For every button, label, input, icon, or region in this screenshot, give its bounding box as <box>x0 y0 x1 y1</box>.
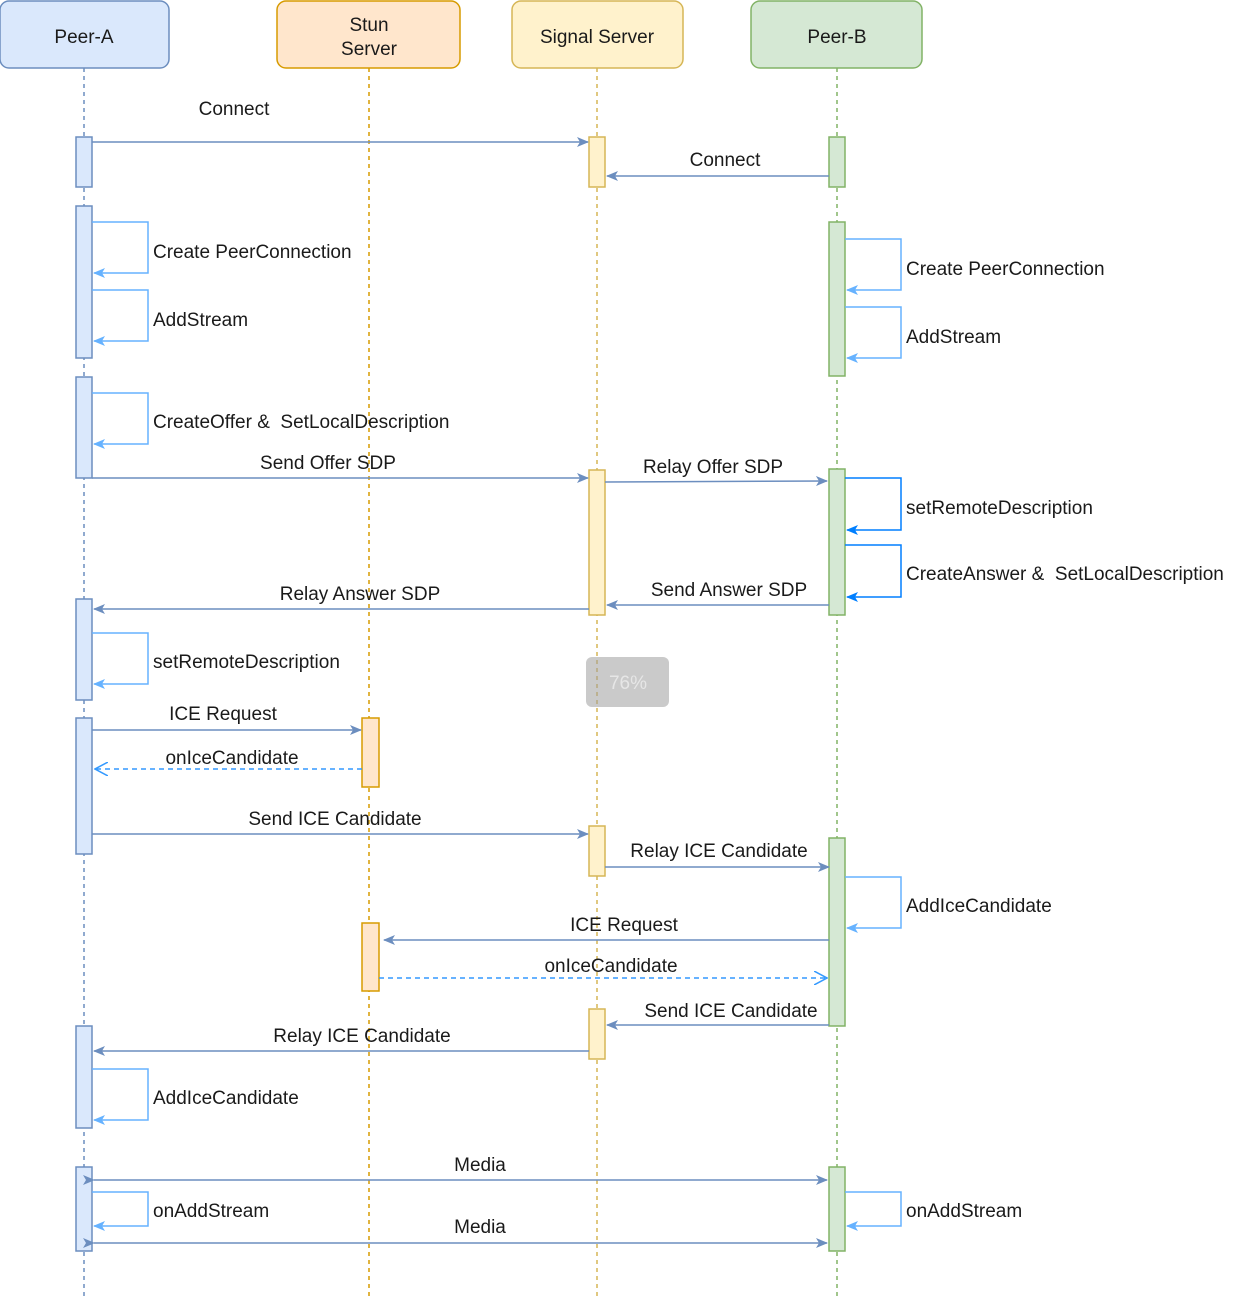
zoom-indicator: 76% <box>586 657 669 707</box>
activation-peer-a <box>75 205 93 359</box>
message-label: Create PeerConnection <box>153 242 352 263</box>
message-ice-request-b[interactable]: ICE Request <box>383 915 829 945</box>
activation-peer-a <box>75 717 93 855</box>
message-label: onIceCandidate <box>165 748 298 769</box>
activation-peer-b <box>828 136 846 188</box>
message-label: AddStream <box>906 327 1001 348</box>
message-label: Relay ICE Candidate <box>273 1026 450 1047</box>
activation-peer-b <box>828 837 846 1027</box>
participant-label: Signal Server <box>540 27 655 48</box>
self-message-onaddstream-b[interactable]: onAddStream <box>845 1191 1022 1231</box>
zoom-level: 76% <box>609 673 647 694</box>
activation-stun-server <box>361 922 380 992</box>
participant-peer-a[interactable]: Peer-A <box>0 0 170 69</box>
message-relay-answer-sdp[interactable]: Relay Answer SDP <box>93 584 589 614</box>
message-label: onIceCandidate <box>544 956 677 977</box>
participant-label: Peer-B <box>807 27 866 48</box>
activation-peer-b <box>828 1166 846 1252</box>
participant-peer-b[interactable]: Peer-B <box>750 0 923 69</box>
message-label: Send ICE Candidate <box>248 809 421 830</box>
message-label: Connect <box>199 99 270 120</box>
message-label: Send Offer SDP <box>260 453 396 474</box>
message-relay-ice-candidate-b[interactable]: Relay ICE Candidate <box>605 841 830 872</box>
message-media-2[interactable]: Media <box>83 1217 828 1248</box>
self-message-addicecandidate-a[interactable]: AddIceCandidate <box>92 1068 299 1125</box>
self-message-create-peerconnection-b[interactable]: Create PeerConnection <box>845 238 1105 295</box>
self-message-onaddstream-a[interactable]: onAddStream <box>92 1191 269 1231</box>
message-connect-b[interactable]: Connect <box>606 150 829 181</box>
message-relay-ice-candidate-a[interactable]: Relay ICE Candidate <box>93 1026 589 1056</box>
message-label: AddStream <box>153 310 248 331</box>
message-send-ice-candidate-b[interactable]: Send ICE Candidate <box>606 1001 829 1030</box>
activation-stun-server <box>361 717 380 788</box>
message-label: Media <box>454 1155 506 1176</box>
message-label: Relay ICE Candidate <box>630 841 807 862</box>
message-label: AddIceCandidate <box>906 896 1052 917</box>
message-label: Relay Offer SDP <box>643 457 783 478</box>
self-message-create-peerconnection-a[interactable]: Create PeerConnection <box>92 221 352 278</box>
activation-peer-a <box>75 136 93 188</box>
message-connect-a[interactable]: Connect <box>92 99 589 147</box>
activation-signal-server <box>588 136 606 188</box>
message-label: onAddStream <box>906 1201 1022 1222</box>
activation-peer-a <box>75 1166 93 1252</box>
message-label: ICE Request <box>570 915 678 936</box>
message-label: Create PeerConnection <box>906 259 1105 280</box>
message-label: setRemoteDescription <box>153 652 340 673</box>
message-label: Connect <box>690 150 761 171</box>
self-message-addicecandidate-b[interactable]: AddIceCandidate <box>845 876 1052 933</box>
activation-bars <box>75 136 846 1252</box>
message-send-offer-sdp[interactable]: Send Offer SDP <box>92 453 589 483</box>
message-label: Send ICE Candidate <box>644 1001 817 1022</box>
messages: Connect Connect Create PeerConnection Ad… <box>83 99 1224 1248</box>
message-media-1[interactable]: Media <box>83 1155 828 1185</box>
self-message-addstream-a[interactable]: AddStream <box>92 289 248 346</box>
activation-peer-b <box>828 221 846 377</box>
activation-peer-a <box>75 598 93 701</box>
activation-signal-server <box>588 1008 606 1060</box>
activation-signal-server <box>588 825 606 877</box>
message-label: CreateOffer & SetLocalDescription <box>153 412 449 433</box>
message-onicecandidate-a[interactable]: onIceCandidate <box>95 748 362 769</box>
message-label: Media <box>454 1217 506 1238</box>
message-label: Send Answer SDP <box>651 580 807 601</box>
message-label: CreateAnswer & SetLocalDescription <box>906 564 1224 585</box>
participant-signal-server[interactable]: Signal Server <box>511 0 684 69</box>
message-send-ice-candidate-a[interactable]: Send ICE Candidate <box>92 809 589 839</box>
self-message-createoffer-a[interactable]: CreateOffer & SetLocalDescription <box>92 392 449 449</box>
activation-peer-a <box>75 376 93 479</box>
message-label: onAddStream <box>153 1201 269 1222</box>
activation-peer-a <box>75 1025 93 1129</box>
self-message-setremotedescription-a[interactable]: setRemoteDescription <box>92 632 340 689</box>
message-label: AddIceCandidate <box>153 1088 299 1109</box>
self-message-setremotedescription-b[interactable]: setRemoteDescription <box>845 477 1093 535</box>
activation-peer-b <box>828 468 846 616</box>
message-label: setRemoteDescription <box>906 498 1093 519</box>
message-label: ICE Request <box>169 704 277 725</box>
message-send-answer-sdp[interactable]: Send Answer SDP <box>606 580 829 610</box>
activation-signal-server <box>588 469 606 616</box>
message-label: Relay Answer SDP <box>280 584 441 605</box>
message-onicecandidate-b[interactable]: onIceCandidate <box>379 956 827 978</box>
self-message-addstream-b[interactable]: AddStream <box>845 306 1001 363</box>
participant-label: Peer-A <box>54 27 113 48</box>
message-ice-request-a[interactable]: ICE Request <box>92 704 362 735</box>
self-message-createanswer-b[interactable]: CreateAnswer & SetLocalDescription <box>845 544 1224 602</box>
message-relay-offer-sdp[interactable]: Relay Offer SDP <box>604 457 828 487</box>
